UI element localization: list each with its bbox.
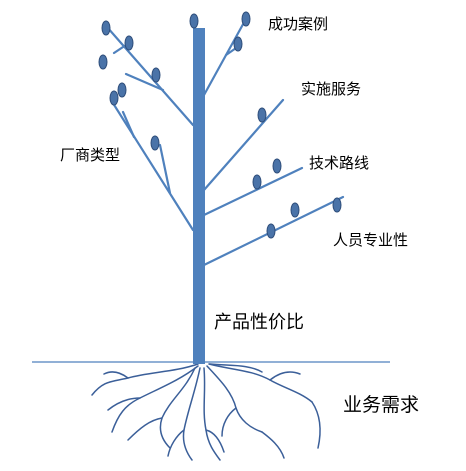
label-staff-professionalism: 人员专业性 [333,231,409,249]
fruit [266,223,276,239]
branches [105,15,345,267]
label-implementation-service: 实施服务 [301,80,362,98]
fruit [290,202,300,218]
fruit [241,11,251,27]
fruit [332,197,342,213]
label-success-cases: 成功案例 [268,15,329,33]
fruit [257,107,267,123]
fruit [117,82,127,98]
label-technical-route: 技术路线 [309,154,370,172]
fruit [252,174,262,190]
label-business-needs: 业务需求 [343,394,420,416]
fruit [98,54,108,70]
fruit [189,13,199,29]
fruit [272,158,282,174]
fruit [124,35,134,51]
roots [91,363,321,461]
label-vendor-type: 厂商类型 [60,146,121,164]
trunk [193,28,205,364]
fruit [109,90,119,106]
label-cost-performance: 产品性价比 [214,312,304,333]
fruit [233,36,243,52]
fruits [98,11,342,239]
fruit [151,67,161,83]
fruit [101,20,111,36]
fruit [150,135,160,151]
